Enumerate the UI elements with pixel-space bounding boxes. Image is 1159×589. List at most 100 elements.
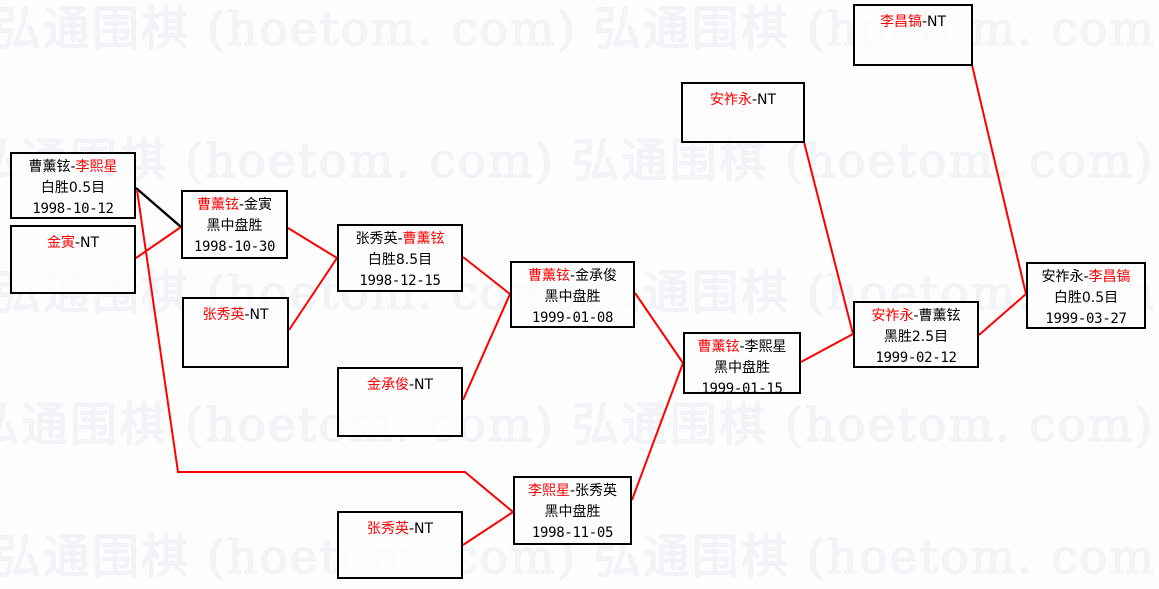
bracket-seed-box[interactable]: 李昌镐-NT (853, 4, 973, 66)
player-b: 李熙星 (75, 159, 118, 175)
connector-line (462, 256, 511, 295)
bracket-match-box[interactable]: 曹薰铉-金承俊黑中盘胜 1999-01-08 (510, 261, 635, 328)
player-pair: 曹薰铉-金承俊 (512, 266, 633, 287)
connector-line (462, 511, 514, 546)
player-b: 曹薰铉 (402, 231, 445, 247)
connector-line (978, 293, 1027, 336)
player-separator: - (1083, 269, 1089, 285)
bracket-seed-box[interactable]: 金承俊-NT (337, 367, 463, 437)
player-b: 曹薰铉 (918, 308, 961, 324)
bracket-match-box[interactable]: 李熙星-张秀英黑中盘胜 1998-11-05 (513, 476, 632, 545)
player-pair: 曹薰铉-李熙星 (685, 337, 799, 358)
player-separator: - (74, 235, 81, 251)
match-date: 1999-02-12 (875, 350, 957, 366)
player-pair: 金承俊-NT (339, 375, 461, 396)
connector-line (288, 257, 338, 331)
player-pair: 安祚永-李昌镐 (1028, 267, 1144, 288)
bracket-seed-box[interactable]: 张秀英-NT (337, 511, 463, 579)
connector-line (800, 333, 854, 363)
player-a: 曹薰铉 (196, 197, 239, 213)
player-b: NT (927, 14, 947, 30)
connector-line (287, 227, 338, 259)
player-a: 曹薰铉 (527, 268, 570, 284)
bracket-match-box[interactable]: 安祚永-李昌镐白胜0.5目 1999-03-27 (1026, 262, 1146, 329)
bracket-match-box[interactable]: 安祚永-曹薰铉黑胜2.5目 1999-02-12 (853, 301, 979, 368)
match-result: 白胜8.5目 (367, 252, 433, 268)
match-date: 1998-10-12 (32, 201, 114, 217)
player-a: 李熙星 (527, 483, 570, 499)
player-b: NT (414, 521, 434, 537)
connector-line (803, 141, 854, 335)
player-pair: 金寅-NT (12, 233, 134, 254)
bracket-seed-box[interactable]: 安祚永-NT (681, 82, 805, 143)
player-a: 金寅 (46, 235, 75, 251)
player-b: NT (757, 92, 777, 108)
match-result: 白胜0.5目 (1053, 290, 1119, 306)
player-a: 张秀英 (355, 231, 398, 247)
player-a: 李昌镐 (879, 14, 922, 30)
match-result: 黑胜2.5目 (883, 329, 949, 345)
match-date: 1998-12-15 (359, 273, 441, 289)
match-result: 黑中盘胜 (206, 218, 263, 234)
player-separator: - (70, 159, 76, 175)
player-separator: - (244, 307, 250, 323)
player-pair: 张秀英-NT (184, 305, 287, 326)
player-b: 金寅 (244, 197, 273, 213)
player-separator: - (569, 268, 576, 284)
player-b: NT (249, 307, 269, 323)
bracket-match-box[interactable]: 曹薰铉-李熙星白胜0.5目 1998-10-12 (10, 152, 136, 219)
match-date: 1998-10-30 (193, 239, 276, 255)
match-result: 白胜0.5目 (40, 180, 106, 196)
connector-line (634, 292, 684, 364)
player-separator: - (408, 377, 415, 393)
player-a: 曹薰铉 (697, 339, 740, 355)
connector-line (135, 226, 182, 259)
player-separator: - (921, 14, 928, 30)
match-result: 黑中盘胜 (714, 360, 770, 376)
player-separator: - (408, 521, 415, 537)
player-b: 李昌镐 (1088, 269, 1131, 285)
player-pair: 李昌镐-NT (855, 12, 971, 33)
player-separator: - (739, 339, 745, 355)
bracket-match-box[interactable]: 曹薰铉-金寅黑中盘胜 1998-10-30 (181, 190, 288, 259)
connector-line (136, 189, 514, 513)
player-a: 金承俊 (366, 377, 409, 393)
match-result: 黑中盘胜 (544, 289, 601, 305)
player-a: 安祚永 (709, 92, 752, 108)
bracket-seed-box[interactable]: 金寅-NT (10, 225, 136, 294)
player-separator: - (238, 197, 245, 213)
player-a: 张秀英 (366, 521, 409, 537)
player-pair: 曹薰铉-李熙星 (12, 157, 134, 178)
match-result: 黑中盘胜 (544, 504, 601, 520)
player-a: 安祚永 (1041, 269, 1084, 285)
bracket-seed-box[interactable]: 张秀英-NT (182, 297, 289, 368)
player-a: 安祚永 (871, 308, 914, 324)
connector-line (631, 362, 684, 501)
player-pair: 李熙星-张秀英 (515, 481, 630, 502)
player-separator: - (569, 483, 576, 499)
player-b: 李熙星 (744, 339, 787, 355)
bracket-match-box[interactable]: 张秀英-曹薰铉白胜8.5目 1998-12-15 (337, 224, 463, 292)
player-b: 张秀英 (575, 483, 618, 499)
player-a: 张秀英 (202, 307, 245, 323)
player-separator: - (751, 92, 758, 108)
connector-line (135, 187, 182, 228)
connector-line (971, 64, 1027, 295)
connector-line (462, 293, 511, 401)
match-date: 1999-01-08 (531, 310, 614, 326)
match-date: 1998-11-05 (531, 525, 614, 541)
player-b: 金承俊 (575, 268, 618, 284)
match-date: 1999-03-27 (1045, 311, 1127, 327)
player-b: NT (414, 377, 434, 393)
player-pair: 张秀英-曹薰铉 (339, 229, 461, 250)
player-pair: 安祚永-曹薰铉 (855, 306, 977, 327)
player-a: 曹薰铉 (28, 159, 71, 175)
player-b: NT (80, 235, 100, 251)
player-separator: - (913, 308, 919, 324)
bracket-match-box[interactable]: 曹薰铉-李熙星黑中盘胜 1999-01-15 (683, 332, 801, 397)
player-pair: 曹薰铉-金寅 (183, 195, 286, 216)
player-pair: 张秀英-NT (339, 519, 461, 540)
match-date: 1999-01-15 (701, 381, 783, 397)
